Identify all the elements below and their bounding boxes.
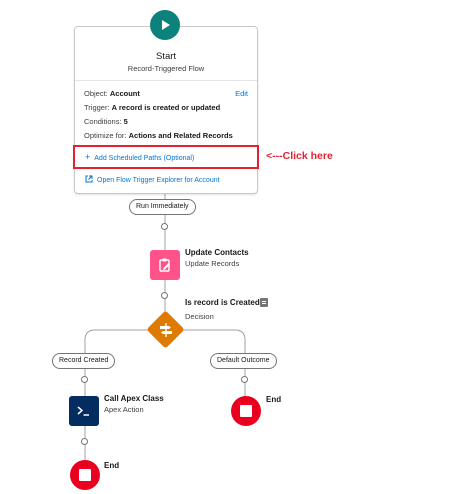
start-node-icon[interactable] [150, 10, 180, 40]
decision-subtitle: Decision [185, 312, 214, 321]
conditions-value: 5 [123, 117, 128, 126]
call-apex-class-title: Call Apex Class [104, 394, 164, 403]
stop-icon [79, 469, 91, 481]
run-immediately-path-label[interactable]: Run Immediately [129, 199, 196, 215]
end-right-title: End [266, 395, 282, 404]
start-node-subtitle: Record-Triggered Flow [127, 64, 205, 73]
trigger-row: Trigger: A record is created or updated [84, 103, 220, 112]
call-apex-class-node[interactable] [69, 396, 99, 426]
default-outcome-label[interactable]: Default Outcome [210, 353, 277, 369]
connector-add-point[interactable] [161, 223, 168, 230]
flow-trigger-explorer-label: Open Flow Trigger Explorer for Account [97, 177, 220, 184]
trigger-label: Trigger: [84, 103, 110, 112]
card-divider [75, 80, 257, 81]
object-label: Object: [84, 89, 108, 98]
description-note-icon[interactable] [260, 298, 268, 307]
flow-trigger-explorer-link[interactable]: Open Flow Trigger Explorer for Account [85, 175, 220, 184]
end-node-right[interactable] [231, 396, 261, 426]
update-contacts-subtitle: Update Records [185, 259, 240, 268]
edit-link[interactable]: Edit [235, 89, 248, 98]
update-records-icon [159, 258, 170, 272]
decision-title: Is record is Created [185, 298, 260, 307]
object-row: Object: Account [84, 89, 140, 98]
start-node-title: Start [155, 51, 177, 62]
plus-icon: + [85, 152, 91, 162]
record-created-outcome-label[interactable]: Record Created [52, 353, 116, 369]
apex-terminal-icon [77, 406, 89, 416]
connector-add-point[interactable] [241, 376, 248, 383]
click-here-callout: <---Click here [266, 150, 333, 162]
connector-add-point[interactable] [81, 376, 88, 383]
update-contacts-title: Update Contacts [185, 248, 249, 257]
connector-add-point[interactable] [81, 438, 88, 445]
trigger-value: A record is created or updated [111, 103, 221, 112]
conditions-label: Conditions: [84, 117, 122, 126]
add-scheduled-paths-label: Add Scheduled Paths (Optional) [94, 155, 195, 162]
add-scheduled-paths-link[interactable]: +Add Scheduled Paths (Optional) [85, 152, 194, 162]
optimize-label: Optimize for: [84, 131, 127, 140]
play-icon [162, 20, 170, 30]
call-apex-class-subtitle: Apex Action [104, 405, 144, 414]
optimize-value: Actions and Related Records [128, 131, 233, 140]
highlight-annotation-box [73, 145, 259, 169]
decision-icon [160, 323, 172, 337]
conditions-row: Conditions: 5 [84, 117, 128, 126]
end-left-title: End [104, 461, 120, 470]
update-contacts-node[interactable] [150, 250, 180, 280]
external-link-icon [85, 175, 93, 183]
end-node-left[interactable] [70, 460, 100, 490]
stop-icon [240, 405, 252, 417]
optimize-row: Optimize for: Actions and Related Record… [84, 131, 233, 140]
connector-add-point[interactable] [161, 292, 168, 299]
object-value: Account [109, 89, 140, 98]
